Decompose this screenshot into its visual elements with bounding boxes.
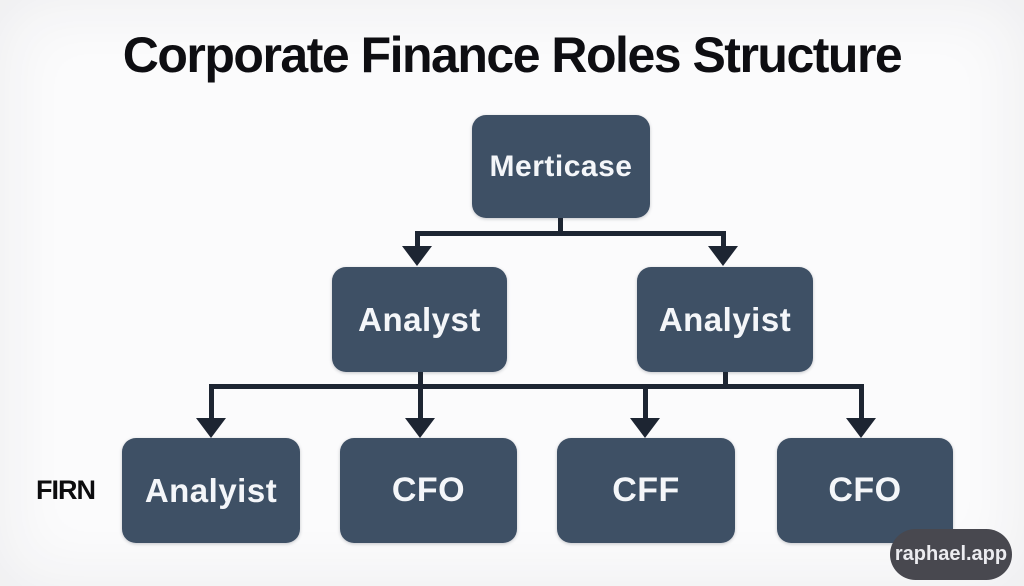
connector-root-stem xyxy=(558,218,563,234)
arrowhead-down-analyst-left xyxy=(402,246,432,266)
connector-stem-analyst-left xyxy=(418,372,423,389)
arrowhead-down-l3-1 xyxy=(196,418,226,438)
connector-level2-bar xyxy=(209,384,864,389)
connector-drop-l3-3 xyxy=(643,384,648,420)
connector-level1-bar xyxy=(415,231,726,236)
connector-drop-l3-1 xyxy=(209,384,214,420)
node-analyist-bottom: Analyist xyxy=(122,438,300,543)
node-cfo-2: CFO xyxy=(777,438,953,543)
arrowhead-down-l3-4 xyxy=(846,418,876,438)
arrowhead-down-analyst-right xyxy=(708,246,738,266)
watermark-badge: raphael.app xyxy=(890,529,1012,580)
arrowhead-down-l3-2 xyxy=(405,418,435,438)
page-title: Corporate Finance Roles Structure xyxy=(122,27,903,83)
arrowhead-down-l3-3 xyxy=(630,418,660,438)
node-analyist-right: Analyist xyxy=(637,267,813,372)
connector-drop-analyst-left xyxy=(415,231,420,249)
node-merticase: Merticase xyxy=(472,115,650,218)
side-label-firn: FIRN xyxy=(36,475,96,505)
connector-drop-l3-2 xyxy=(418,384,423,420)
connector-stem-analyst-right xyxy=(723,372,728,389)
node-cfo-1: CFO xyxy=(340,438,517,543)
node-cff: CFF xyxy=(557,438,735,543)
connector-drop-l3-4 xyxy=(859,384,864,420)
node-analyst-left: Analyst xyxy=(332,267,507,372)
connector-drop-analyst-right xyxy=(721,231,726,249)
